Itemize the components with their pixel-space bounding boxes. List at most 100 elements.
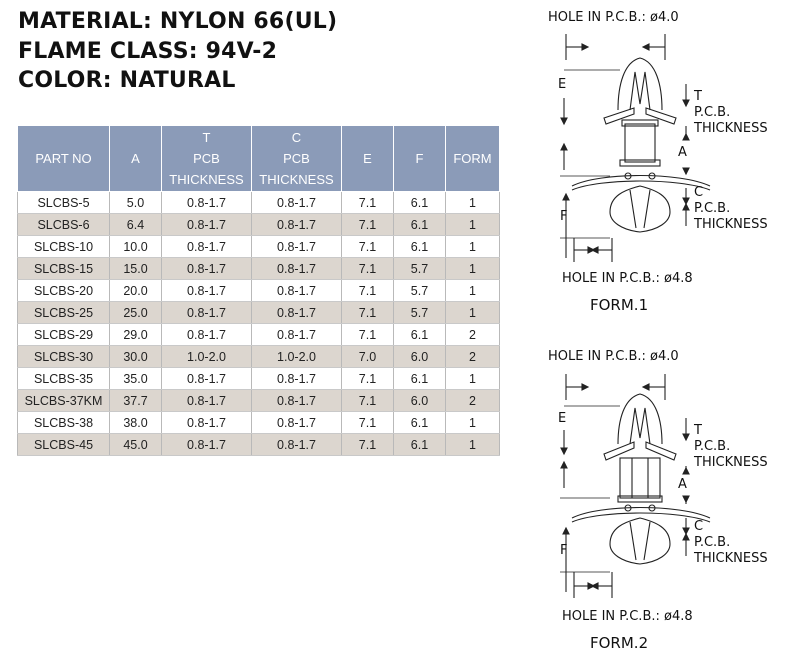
table-cell: 15.0 [109,257,162,280]
table-cell: 7.1 [341,433,394,456]
table-cell: 0.8-1.7 [251,279,342,302]
table-cell: 1 [445,433,500,456]
table-cell: 1 [445,279,500,302]
form-1-label-t: T [694,89,702,104]
table-cell: 29.0 [109,323,162,346]
table-cell: 0.8-1.7 [251,191,342,214]
table-cell: 1 [445,235,500,258]
table-cell: 1 [445,257,500,280]
table-cell: 0.8-1.7 [251,257,342,280]
form-2-t-line2: THICKNESS [694,455,768,470]
table-cell: 2 [445,323,500,346]
table-cell: SLCBS-30 [17,345,110,368]
diagram-form-2: HOLE IN P.C.B.: ø4.0 E T P.C.B. THICKNES… [540,340,807,669]
table-cell: 6.1 [393,191,446,214]
table-cell: 7.1 [341,411,394,434]
table-cell: 25.0 [109,301,162,324]
form-2-label-a: A [678,477,687,492]
table-cell: 1.0-2.0 [251,345,342,368]
table-cell: 0.8-1.7 [251,235,342,258]
table-cell: 0.8-1.7 [161,257,252,280]
table-cell: 2 [445,345,500,368]
form-1-c-line1: P.C.B. [694,201,731,216]
table-cell: 0.8-1.7 [251,433,342,456]
table-cell: 7.1 [341,389,394,412]
table-cell: 7.1 [341,257,394,280]
table-cell: 7.1 [341,301,394,324]
table-cell: 5.0 [109,191,162,214]
table-cell: 0.8-1.7 [161,433,252,456]
form-2-label-t: T [694,423,702,438]
table-cell: 7.1 [341,279,394,302]
form-1-hole-top: HOLE IN P.C.B.: ø4.0 [548,10,679,25]
table-cell: 38.0 [109,411,162,434]
table-cell: 0.8-1.7 [251,323,342,346]
form-2-c-line2: THICKNESS [694,551,768,566]
table-cell: 20.0 [109,279,162,302]
table-cell: 30.0 [109,345,162,368]
table-cell: 0.8-1.7 [161,411,252,434]
table-cell: 0.8-1.7 [251,213,342,236]
table-cell: 1 [445,411,500,434]
table-cell: SLCBS-6 [17,213,110,236]
form-1-drawing [560,34,711,262]
table-cell: 0.8-1.7 [251,367,342,390]
form-2-title: FORM.2 [590,634,649,652]
table-cell: 0.8-1.7 [161,235,252,258]
form-1-label-e: E [558,77,567,92]
table-cell: 0.8-1.7 [161,323,252,346]
table-cell: 10.0 [109,235,162,258]
form-2-hole-top: HOLE IN P.C.B.: ø4.0 [548,349,679,364]
col-header: PART NO [17,125,110,192]
col-header: FORM [445,125,500,192]
table-cell: 0.8-1.7 [251,301,342,324]
form-1-label-a: A [678,145,687,160]
table-cell: 7.1 [341,235,394,258]
table-cell: 7.1 [341,213,394,236]
col-header: F [393,125,446,192]
spec-material: MATERIAL: NYLON 66(UL) [18,9,338,34]
form-2-label-e: E [558,411,567,426]
table-cell: 6.1 [393,323,446,346]
form-1-c-line2: THICKNESS [694,217,768,232]
form-1-t-line1: P.C.B. [694,105,731,120]
table-cell: 35.0 [109,367,162,390]
table-cell: 6.1 [393,433,446,456]
table-cell: 0.8-1.7 [161,367,252,390]
table-cell: SLCBS-25 [17,301,110,324]
form-1-hole-bottom: HOLE IN P.C.B.: ø4.8 [562,271,693,286]
table-cell: 7.1 [341,323,394,346]
table-cell: 7.1 [341,191,394,214]
table-cell: 0.8-1.7 [251,411,342,434]
table-cell: SLCBS-45 [17,433,110,456]
table-cell: 5.7 [393,279,446,302]
table-cell: 0.8-1.7 [161,279,252,302]
table-cell: 2 [445,389,500,412]
col-header: A [109,125,162,192]
table-cell: SLCBS-10 [17,235,110,258]
form-2-label-f: F [560,543,568,558]
table-cell: 5.7 [393,257,446,280]
table-cell: 0.8-1.7 [251,389,342,412]
form-2-t-line1: P.C.B. [694,439,731,454]
form-1-title: FORM.1 [590,296,649,314]
table-cell: 0.8-1.7 [161,213,252,236]
table-cell: 6.0 [393,345,446,368]
form-1-t-line2: THICKNESS [694,121,768,136]
table-cell: 7.1 [341,367,394,390]
table-cell: 1 [445,213,500,236]
table-cell: SLCBS-29 [17,323,110,346]
